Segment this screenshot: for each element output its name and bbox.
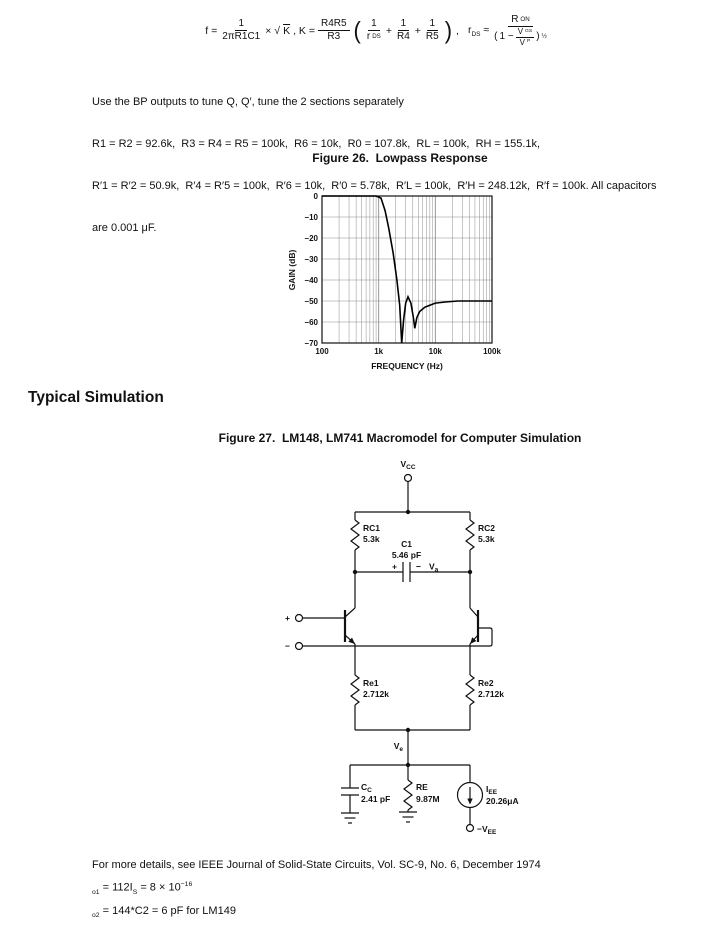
svg-text:RC2: RC2 xyxy=(478,523,495,533)
svg-text:RC1: RC1 xyxy=(363,523,380,533)
circuit-diagram: VCC RC1 5.3k RC2 5.3k C1 5.46 pF + − Va xyxy=(285,459,519,836)
svg-text:RE: RE xyxy=(416,782,428,792)
y-tick-label: 0 xyxy=(313,191,318,201)
formula-plus-1: + xyxy=(385,24,392,37)
input-plus-terminal: + xyxy=(285,613,345,623)
lowpass-plot xyxy=(321,195,493,344)
formula-fraction-5: 1 R5 xyxy=(425,18,439,43)
svg-text:−: − xyxy=(285,641,290,651)
y-tick-label: −50 xyxy=(304,296,318,306)
x-tick-label: 100k xyxy=(483,347,501,356)
re-ground-symbol xyxy=(399,811,417,823)
o2-equation: o2 = 144*C2 = 6 pF for LM149 xyxy=(92,904,236,920)
svg-text:Re2: Re2 xyxy=(478,678,494,688)
svg-text:5.3k: 5.3k xyxy=(363,534,380,544)
current-arrow xyxy=(467,798,473,805)
typical-simulation-heading: Typical Simulation xyxy=(28,389,164,406)
c1-plus-sign: + xyxy=(392,562,397,572)
description-paragraph: Use the BP outputs to tune Q, Q′, tune t… xyxy=(92,67,657,249)
svg-text:5.3k: 5.3k xyxy=(478,534,495,544)
svg-text:5.46 pF: 5.46 pF xyxy=(392,550,421,560)
rc2-resistor: RC2 5.3k xyxy=(465,512,495,608)
vee-terminal: −VEE xyxy=(465,823,497,836)
cc-ground-symbol xyxy=(341,812,359,824)
x-tick-label: 1k xyxy=(374,347,384,356)
ieee-reference: For more details, see IEEE Journal of So… xyxy=(92,859,541,871)
svg-text:VCC: VCC xyxy=(400,459,415,471)
y-tick-label: −10 xyxy=(304,212,318,222)
svg-text:−VEE: −VEE xyxy=(477,824,497,836)
iee-current-source: IEE 20.26μA xyxy=(456,765,519,825)
paragraph-line: Use the BP outputs to tune Q, Q′, tune t… xyxy=(92,96,404,108)
svg-text:Ve: Ve xyxy=(394,741,404,753)
y-tick-label: −30 xyxy=(304,254,318,264)
svg-text:IEE: IEE xyxy=(486,784,498,796)
x-axis-label: FREQUENCY (Hz) xyxy=(371,361,443,371)
svg-text:Re1: Re1 xyxy=(363,678,379,688)
lowpass-chart: GAIN (dB) FREQUENCY (Hz) 0−10−20−30−40−5… xyxy=(285,190,525,378)
re-resistor: RE 9.87M xyxy=(399,765,440,823)
c1-minus-sign: − xyxy=(416,562,421,572)
y-tick-label: −60 xyxy=(304,317,318,327)
footer-notes: For more details, see IEEE Journal of So… xyxy=(92,856,541,925)
paragraph-line: R′1 = R′2 = 50.9k, R′4 = R′5 = 100k, R′6… xyxy=(92,180,657,192)
ve-node: Ve xyxy=(355,727,470,765)
q1-emitter-arrow xyxy=(348,637,355,644)
svg-text:20.26μA: 20.26μA xyxy=(486,796,519,806)
formula-plus-2: + xyxy=(414,24,421,37)
x-tick-label: 100 xyxy=(315,347,329,356)
svg-text:C1: C1 xyxy=(401,539,412,549)
tail-rail xyxy=(350,762,470,768)
svg-text:2.712k: 2.712k xyxy=(363,689,389,699)
svg-text:2.712k: 2.712k xyxy=(478,689,504,699)
figure26-title: Figure 26. Lowpass Response xyxy=(312,151,488,165)
y-tick-label: −40 xyxy=(304,275,318,285)
rc1-resistor: RC1 5.3k xyxy=(350,512,380,608)
svg-text:2.41 pF: 2.41 pF xyxy=(361,794,390,804)
q2-transistor xyxy=(469,607,480,675)
svg-text:9.87M: 9.87M xyxy=(416,794,440,804)
q1-transistor xyxy=(343,607,356,675)
va-label: Va xyxy=(429,562,439,574)
formula-lhs: f = xyxy=(205,24,218,37)
formula-times-sqrt: × √ xyxy=(265,24,281,37)
cc-capacitor: CC 2.41 pF xyxy=(341,765,390,824)
y-tick-label: −70 xyxy=(304,338,318,348)
formula-k-overline: K xyxy=(283,24,291,37)
formula-open-paren: ( xyxy=(353,16,361,44)
x-tick-label: 10k xyxy=(428,347,442,356)
input-minus-terminal: − xyxy=(285,627,493,651)
formula-close-paren: ) xyxy=(444,16,453,44)
re1-resistor: Re1 2.712k xyxy=(350,674,389,730)
formula-comma: , xyxy=(456,24,459,37)
paragraph-line: are 0.001 μF. xyxy=(92,222,157,234)
gain-curve xyxy=(322,195,492,344)
re2-resistor: Re2 2.712k xyxy=(465,674,504,730)
svg-text:+: + xyxy=(285,613,290,623)
formula-fraction-1: 1 2πR1C1 xyxy=(222,18,261,43)
paragraph-line: R1 = R2 = 92.6k, R3 = R4 = R5 = 100k, R6… xyxy=(92,138,541,150)
q2-emitter-arrow xyxy=(470,637,477,644)
formula-rds-approx: rDS ≈ xyxy=(467,23,490,38)
svg-text:CC: CC xyxy=(361,782,372,794)
vcc-terminal: VCC xyxy=(400,459,416,515)
formula-fraction-2: R4R5 R3 xyxy=(317,18,350,43)
figure27-title: Figure 27. LM148, LM741 Macromodel for C… xyxy=(218,431,582,445)
c1-capacitor: C1 5.46 pF + − Va xyxy=(352,539,473,582)
formula-fraction-4: 1 R4 xyxy=(396,18,410,43)
formula-k-equals: , K = xyxy=(293,24,315,37)
o1-equation: o1 = 112IS = 8 × 10−16 xyxy=(92,881,193,896)
y-tick-label: −20 xyxy=(304,233,318,243)
